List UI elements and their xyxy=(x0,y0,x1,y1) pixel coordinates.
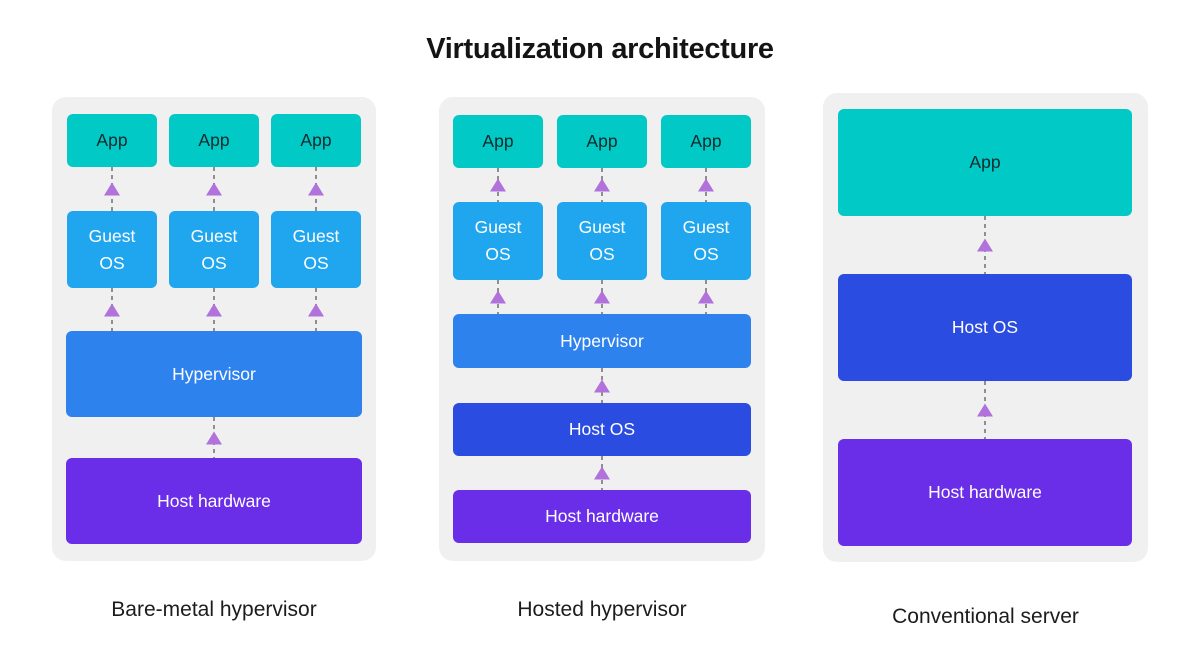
arrowhead-icon xyxy=(206,303,222,316)
guest-os-label: Guest OS xyxy=(682,217,730,264)
arrowhead-icon xyxy=(206,182,222,196)
app-box: App xyxy=(67,114,157,167)
app-box: App xyxy=(169,114,259,167)
host-hardware-label: Host hardware xyxy=(928,482,1042,502)
panel-bare-metal: App App App Guest OS Guest OS Guest OS H… xyxy=(52,97,376,561)
host-hardware-box: Host hardware xyxy=(838,439,1132,546)
app-label: App xyxy=(300,130,332,150)
app-label: App xyxy=(198,130,230,150)
app-box: App xyxy=(271,114,361,167)
host-os-box: Host OS xyxy=(838,274,1132,381)
guest-os-box: Guest OS xyxy=(557,202,647,280)
host-os-box: Host OS xyxy=(453,403,751,456)
arrow-up xyxy=(698,168,714,202)
arrowhead-icon xyxy=(490,290,506,304)
guest-os-box: Guest OS xyxy=(67,211,157,288)
arrowhead-icon xyxy=(698,290,714,304)
host-os-label: Host OS xyxy=(951,317,1019,337)
arrow-up xyxy=(104,288,120,331)
arrowhead-icon xyxy=(308,182,324,196)
panel-hosted: App App App Guest OS Guest OS Guest OS H… xyxy=(439,97,765,561)
guest-os-label: Guest OS xyxy=(474,217,522,264)
guest-os-label: Guest OS xyxy=(292,225,340,273)
arrow-up xyxy=(206,417,222,458)
arrowhead-icon xyxy=(594,379,610,392)
arrowhead-icon xyxy=(977,403,993,417)
hypervisor-box: Hypervisor xyxy=(453,314,751,368)
hypervisor-box: Hypervisor xyxy=(66,331,362,417)
arrow-up xyxy=(594,456,610,490)
arrow-up xyxy=(308,288,324,331)
guest-os-box: Guest OS xyxy=(169,211,259,288)
arrow-up xyxy=(490,168,506,202)
arrow-up xyxy=(104,167,120,211)
app-label: App xyxy=(586,131,618,151)
arrowhead-icon xyxy=(206,431,222,444)
arrowhead-icon xyxy=(977,238,993,252)
arrow-up xyxy=(977,216,993,274)
host-hardware-label: Host hardware xyxy=(545,506,659,526)
app-label: App xyxy=(690,131,722,151)
arrowhead-icon xyxy=(490,178,506,192)
arrowhead-icon xyxy=(698,178,714,192)
arrow-up xyxy=(206,288,222,331)
arrowhead-icon xyxy=(594,290,610,304)
arrow-up xyxy=(308,167,324,211)
app-box: App xyxy=(557,115,647,168)
app-label: App xyxy=(96,130,128,150)
guest-os-label: Guest OS xyxy=(578,217,626,264)
caption-conventional: Conventional server xyxy=(892,605,1079,628)
diagram-title: Virtualization architecture xyxy=(426,33,774,65)
arrow-up xyxy=(594,280,610,314)
hypervisor-label: Hypervisor xyxy=(560,330,644,351)
arrow-up xyxy=(594,168,610,202)
panel-conventional: App Host OS Host hardware xyxy=(823,93,1148,562)
host-os-label: Host OS xyxy=(568,419,636,439)
arrowhead-icon xyxy=(594,178,610,192)
arrowhead-icon xyxy=(104,182,120,196)
arrowhead-icon xyxy=(104,303,120,316)
guest-os-box: Guest OS xyxy=(271,211,361,288)
guest-os-box: Guest OS xyxy=(661,202,751,280)
guest-os-label: Guest OS xyxy=(190,225,238,273)
arrow-up xyxy=(594,368,610,403)
arrow-up xyxy=(698,280,714,314)
hypervisor-label: Hypervisor xyxy=(172,363,256,384)
arrow-up xyxy=(490,280,506,314)
app-box: App xyxy=(453,115,543,168)
host-hardware-box: Host hardware xyxy=(453,490,751,543)
arrow-up xyxy=(977,381,993,439)
arrowhead-icon xyxy=(594,466,610,480)
app-label: App xyxy=(482,131,514,151)
app-label: App xyxy=(969,152,1001,172)
guest-os-label: Guest OS xyxy=(88,225,136,273)
caption-hosted: Hosted hypervisor xyxy=(517,598,687,621)
caption-bare-metal: Bare-metal hypervisor xyxy=(111,598,317,621)
app-box: App xyxy=(661,115,751,168)
host-hardware-label: Host hardware xyxy=(157,490,271,511)
arrowhead-icon xyxy=(308,303,324,316)
guest-os-box: Guest OS xyxy=(453,202,543,280)
app-box: App xyxy=(838,109,1132,216)
arrow-up xyxy=(206,167,222,211)
host-hardware-box: Host hardware xyxy=(66,458,362,544)
